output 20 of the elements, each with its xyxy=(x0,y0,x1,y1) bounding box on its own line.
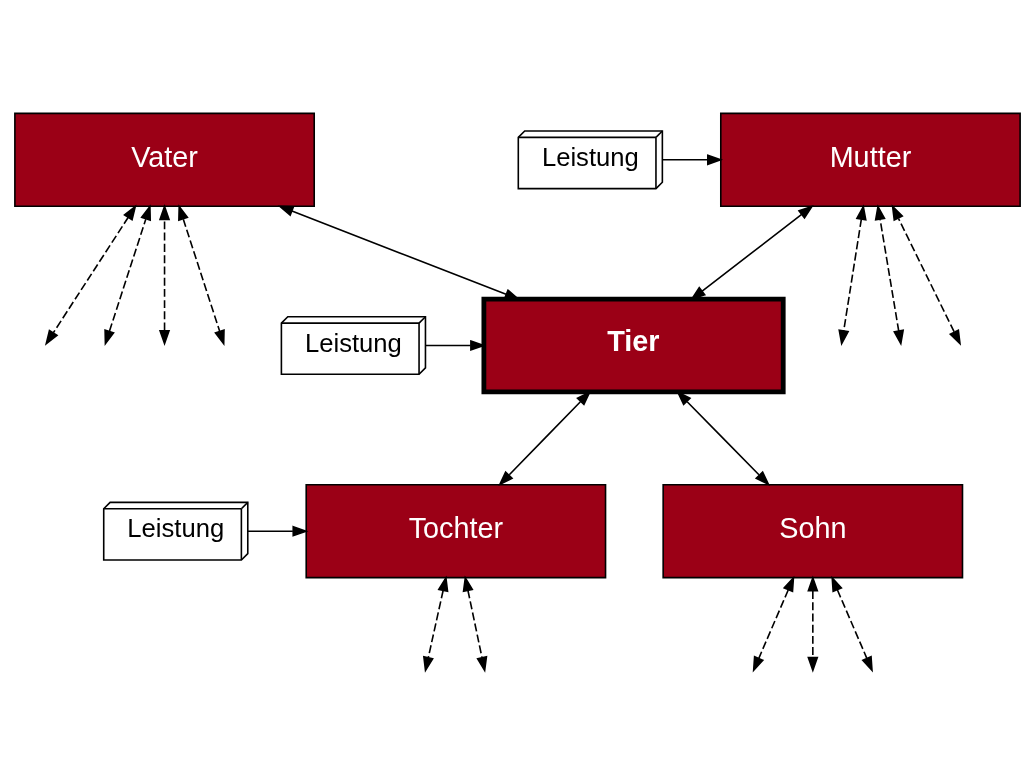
node-box: Vater xyxy=(14,112,315,207)
arrow xyxy=(891,203,962,346)
arrow xyxy=(874,203,905,346)
arrow xyxy=(158,203,171,346)
arrow xyxy=(831,575,873,673)
arrow xyxy=(247,525,309,537)
arrow xyxy=(838,203,867,346)
arrow xyxy=(178,203,225,346)
arrow xyxy=(44,204,137,346)
node-box: Sohn xyxy=(662,483,964,578)
arrow xyxy=(752,575,795,673)
node-box: Mutter xyxy=(720,112,1021,207)
arrow xyxy=(661,153,724,165)
arrow xyxy=(462,575,488,673)
arrow xyxy=(807,574,819,673)
arrow xyxy=(689,204,814,300)
arrow xyxy=(422,575,449,673)
node-box: Tier xyxy=(481,296,786,394)
node-box: Tochter xyxy=(305,483,607,578)
arrow xyxy=(104,203,152,346)
